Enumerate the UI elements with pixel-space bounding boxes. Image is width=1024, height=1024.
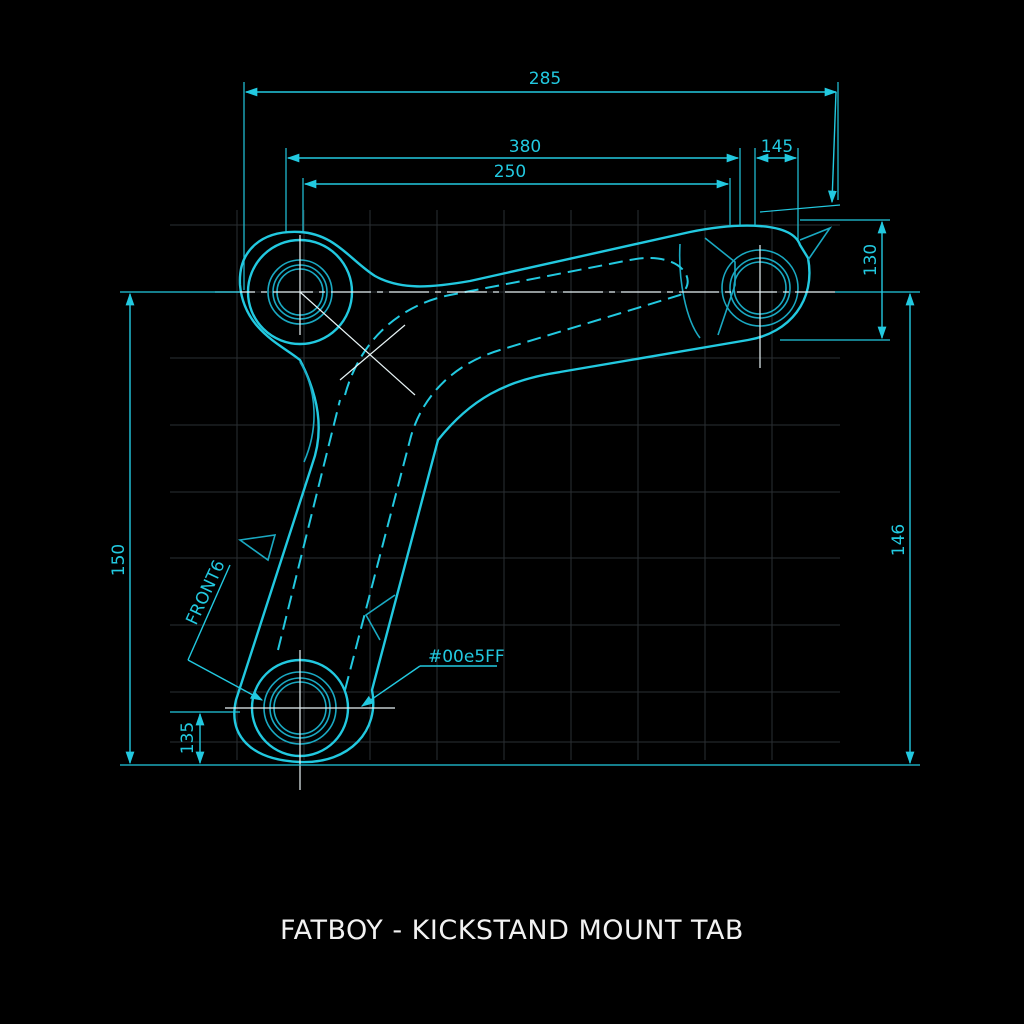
hidden-contour [277,257,689,691]
extension-lines [120,82,920,766]
dim-overall-width: 285 [529,69,561,89]
dim-upper-span: 380 [509,137,541,157]
dim-tab-height: 130 [861,244,881,276]
part-outline [233,224,833,764]
dim-inner-span: 250 [494,162,526,182]
dim-left-height: 150 [109,544,129,576]
dim-tab-width: 145 [761,137,793,157]
centerlines [215,235,835,790]
drawing-title: FATBOY - KICKSTAND MOUNT TAB [280,915,744,946]
dim-bottom-offset: 135 [178,722,198,754]
color-code-callout: #00e5FF [428,647,505,667]
dimension-lines [125,87,915,765]
dim-right-height: 146 [889,524,909,556]
front-callout: FRONT6 [182,557,229,628]
